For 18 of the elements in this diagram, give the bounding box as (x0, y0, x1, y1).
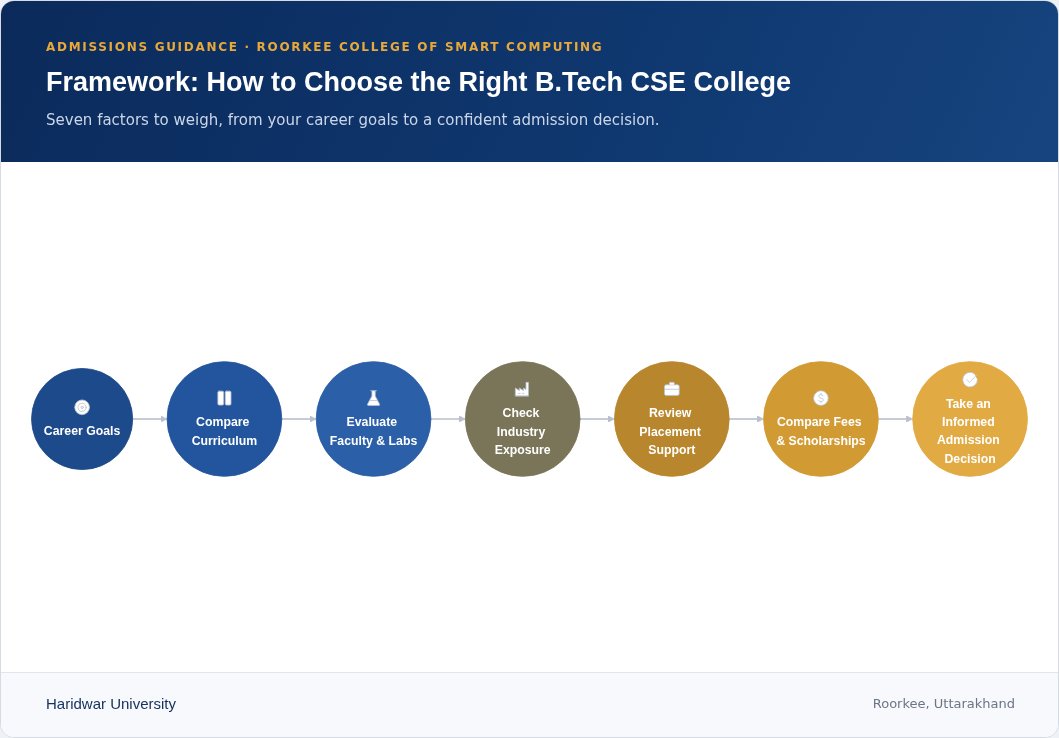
location-text: Roorkee, Uttarakhand (872, 696, 1015, 711)
title: Framework: How to Choose the Right B.Tech CSE College (46, 67, 792, 98)
arrow (430, 415, 466, 423)
subtitle: Seven factors to weigh, from your career goals to a confident admission decision. (46, 111, 660, 129)
arrow (728, 415, 764, 423)
node-circle: Compare Fees & Scholarships (763, 361, 879, 477)
arrow (280, 415, 317, 423)
node-circle: Check Industry Exposure (464, 361, 581, 477)
node-circle: Career Goals (31, 368, 134, 470)
university-name: Haridwar University (46, 695, 177, 712)
arrow (579, 415, 615, 423)
node-circle: Review Placement Support (614, 361, 730, 477)
node-circle: Evaluate Faculty & Labs (315, 361, 432, 477)
eyebrow-text: ADMISSIONS GUIDANCE · ROORKEE COLLEGE OF SMART COMPUTING (46, 40, 604, 54)
arrow (131, 415, 168, 423)
arrow (877, 415, 914, 423)
node-circle: Take an Informed Admission Decision (912, 361, 1028, 477)
node-circle: Compare Curriculum (166, 361, 283, 477)
